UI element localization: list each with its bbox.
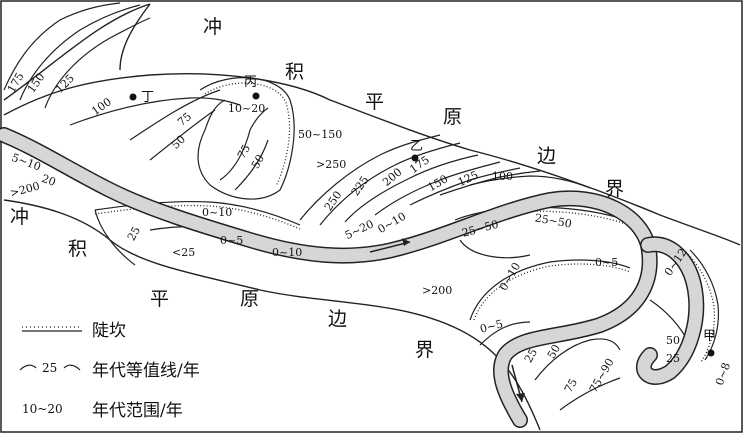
legend-range-sample: 10~20 (22, 402, 63, 416)
point-yi-marker (411, 154, 419, 162)
contour-label-225: 225 (349, 174, 372, 199)
contour-label-25a: 25 (125, 224, 143, 243)
label-ping-bottom: 平 (150, 288, 169, 310)
scarp-right-2 (459, 239, 531, 259)
label-ping-top: 平 (365, 91, 384, 113)
flow-arrow-1 (369, 241, 411, 253)
range-label-0-10a: 0~10 (202, 206, 232, 219)
scarp-left-lower (94, 209, 136, 266)
contour-label-25c: 25 (666, 352, 680, 365)
point-jia-label: 甲 (703, 329, 716, 344)
legend: 陡坎 25 年代等值线/年 10~20 年代范围/年 (19, 321, 200, 421)
legend-isoline-sample: 25 (42, 361, 57, 375)
range-label-gt200a: >200 (9, 179, 42, 199)
range-label-0-10c: 0~10 (376, 210, 409, 236)
contour-label-20: 20 (40, 172, 58, 189)
point-bing-marker (252, 92, 260, 100)
contour-label-75b: 75 (235, 142, 253, 161)
label-yuan-bottom: 原 (240, 288, 259, 310)
flow-arrow-2-head (516, 393, 525, 402)
upper-boundary-2 (3, 73, 741, 246)
range-label-lt25: <25 (172, 246, 195, 259)
contour-100b (469, 175, 591, 189)
range-label-5-20: 5~20 (343, 217, 376, 242)
label-chong-left: 冲 (10, 206, 29, 228)
range-label-gt250: >250 (316, 158, 346, 171)
point-yi-label: 乙 (410, 139, 423, 154)
bing-inner (219, 107, 269, 181)
lower-plain-boundary (3, 199, 541, 431)
contour-label-50d: 50 (666, 334, 680, 347)
label-ji-top: 积 (285, 61, 304, 83)
river-channel (0, 128, 657, 427)
range-label-25-50b: 25~50 (534, 211, 573, 230)
contour-100 (69, 97, 241, 126)
range-label-0-10b: 0~10 (272, 246, 302, 259)
contour-125 (44, 17, 151, 109)
scarp-left-main-hach (94, 204, 301, 230)
contour-50a (149, 109, 216, 161)
range-label-0-8: 0~8 (713, 361, 733, 387)
legend-isoline-symbol (19, 364, 81, 371)
contour-175b (374, 161, 501, 216)
range-label-0-10d: 0~10 (497, 260, 523, 293)
contour-label-250: 250 (322, 189, 345, 214)
legend-range-label: 年代范围/年 (92, 401, 183, 421)
contour-150b (409, 167, 521, 206)
label-ji-left: 积 (68, 238, 87, 260)
point-ding-marker (129, 93, 137, 101)
bing-hill-scarp (197, 77, 295, 200)
contour-125b (439, 170, 541, 196)
scarp-far-right (689, 249, 720, 361)
contour-label-50a: 50 (169, 133, 188, 152)
contour-label-175b: 175 (407, 153, 432, 176)
scarp-right-5 (534, 338, 621, 381)
contour-label-25b: 25 (522, 346, 540, 365)
contour-200 (344, 154, 479, 223)
contour-label-50b: 50 (249, 152, 267, 171)
label-bian-bottom: 边 (328, 308, 347, 330)
contour-75a (129, 89, 221, 141)
contour-label-75c: 75 (562, 376, 580, 395)
range-label-75-90: 75~90 (587, 356, 617, 395)
scarp-right-6 (559, 377, 621, 411)
bing-hill-scarp-hach (204, 82, 291, 187)
label-yuan-top: 原 (443, 106, 462, 128)
point-bing-label: 丙 (244, 75, 257, 90)
range-label-50-150: 50~150 (298, 128, 342, 141)
scarp-right-4 (479, 321, 531, 346)
contour-label-150a: 150 (25, 71, 48, 96)
bing-inner2 (234, 139, 269, 191)
contour-label-75a: 75 (175, 110, 194, 129)
legend-scarp-label: 陡坎 (92, 321, 126, 341)
contour-250 (299, 134, 441, 221)
legend-isoline-label: 年代等值线/年 (92, 361, 200, 381)
label-chong-top: 冲 (203, 16, 222, 38)
label-jie-bottom: 界 (415, 339, 434, 361)
range-label-10-20a: 10~20 (228, 102, 265, 115)
range-label-gt200b: >200 (422, 284, 452, 297)
label-bian-top: 边 (537, 145, 556, 167)
point-ding-label: 丁 (141, 90, 154, 105)
contour-label-200: 200 (380, 165, 404, 188)
scarp-right-3-hach (473, 263, 631, 321)
range-label-0-5c: 0~5 (479, 317, 505, 336)
river-meander-right-fill (637, 237, 703, 384)
scarp-right-3 (469, 259, 631, 321)
contour-label-100b: 100 (492, 170, 513, 183)
contour-label-150b: 150 (426, 172, 451, 194)
upper-plain-boundary (3, 3, 151, 101)
flow-arrow-1-head (402, 238, 410, 246)
range-label-0-5b: 0~5 (595, 256, 618, 269)
range-label-0-5a: 0~5 (220, 234, 243, 247)
contour-label-50c: 50 (545, 342, 563, 361)
contour-175 (3, 2, 121, 91)
contour-150 (19, 4, 141, 101)
contour-225 (319, 142, 461, 226)
label-jie-top: 界 (605, 178, 624, 200)
point-jia-marker (707, 349, 715, 357)
legend-scarp-symbol (22, 326, 82, 332)
